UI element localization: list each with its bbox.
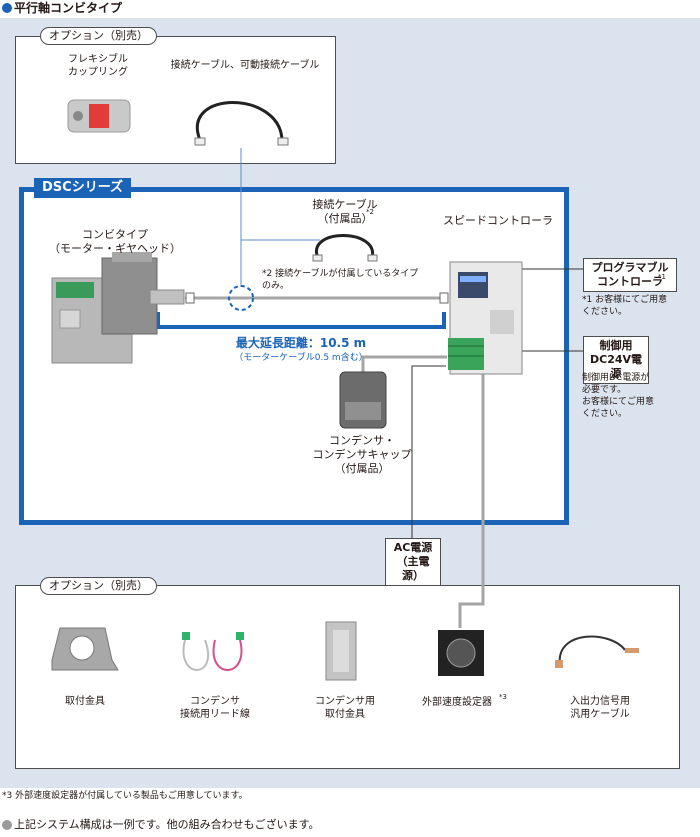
- flexible-coupling-image: [67, 99, 131, 133]
- speed-controller-label: スピードコントローラ: [443, 214, 553, 227]
- capacitor-bracket-image: [325, 621, 357, 681]
- motor-label: コンビタイプ （モーター・ギヤヘッド）: [49, 228, 181, 255]
- motor-gearhead-image: [51, 252, 185, 364]
- footnote-3: *3 外部速度設定器が付属している製品もご用意しています。: [2, 791, 248, 801]
- connector-left: [185, 292, 195, 304]
- max-distance-bracket: [156, 312, 446, 329]
- title-bullet: [2, 3, 12, 13]
- io-signal-cable-image: [555, 635, 639, 668]
- programmable-controller-callout: プログラマブル コントローラ: [583, 258, 677, 292]
- capacitor-image: [339, 371, 387, 429]
- mounting-bracket-image: [51, 627, 119, 671]
- programmable-footnote-mark: *1: [658, 273, 666, 281]
- speed-setter-footnote-mark: *3: [499, 693, 507, 701]
- coupling-label: フレキシブル カップリング: [68, 54, 128, 78]
- page-title: 平行軸コンビタイプ: [14, 1, 123, 15]
- top-options-label: オプション（別売）: [40, 27, 157, 45]
- cable-note: *2 接続ケーブルが付属しているタイプ のみ。: [262, 269, 419, 291]
- system-note-bullet: [2, 820, 12, 830]
- max-distance-note: （モーターケーブル0.5 m含む）: [234, 353, 368, 363]
- bottom-option-lead-wire: コンデンサ 接続用リード線: [180, 696, 250, 720]
- connection-cable-options-label: 接続ケーブル、可動接続ケーブル: [170, 60, 320, 71]
- cable-footnote-mark: *2: [366, 208, 374, 216]
- external-speed-setter-image: [438, 630, 484, 676]
- ac-power-callout: AC電源 （主電源）: [385, 538, 441, 586]
- capacitor-label: コンデンサ・ コンデンサキャップ （付属品）: [312, 434, 412, 475]
- dsc-series-label: DSCシリーズ: [34, 178, 132, 198]
- bottom-option-speed-setter: 外部速度設定器: [422, 697, 492, 708]
- capacitor-lead-wire-image: [182, 632, 244, 671]
- dc24v-note: 制御用DC電源が 必要です。 お客様にてご用意 ください。: [582, 373, 655, 419]
- cable-option-image: [194, 101, 289, 146]
- ac-power-line: [411, 365, 446, 538]
- programmable-note: *1 お客様にてご用意 ください。: [582, 295, 668, 317]
- bottom-option-mounting-bracket: 取付金具: [65, 696, 105, 707]
- speed-setter-cable: [458, 372, 485, 628]
- bottom-option-io-cable: 入出力信号用 汎用ケーブル: [570, 696, 630, 720]
- bottom-options-label: オプション（別売）: [40, 577, 157, 595]
- connection-point-icon: [228, 285, 254, 311]
- bottom-option-capacitor-bracket: コンデンサ用 取付金具: [315, 696, 375, 720]
- accessory-cable-image: [312, 234, 378, 262]
- max-distance-label: 最大延長距離：10.5 m: [235, 336, 367, 350]
- connection-cable-label: 接続ケーブル （付属品）: [312, 198, 378, 225]
- system-note: 上記システム構成は一例です。他の組み合わせもございます。: [14, 818, 320, 831]
- dc24v-callout: 制御用 DC24V電源: [583, 336, 649, 384]
- speed-controller-image: [448, 261, 523, 375]
- capacitor-cable: [361, 355, 447, 374]
- connector-right: [439, 292, 449, 304]
